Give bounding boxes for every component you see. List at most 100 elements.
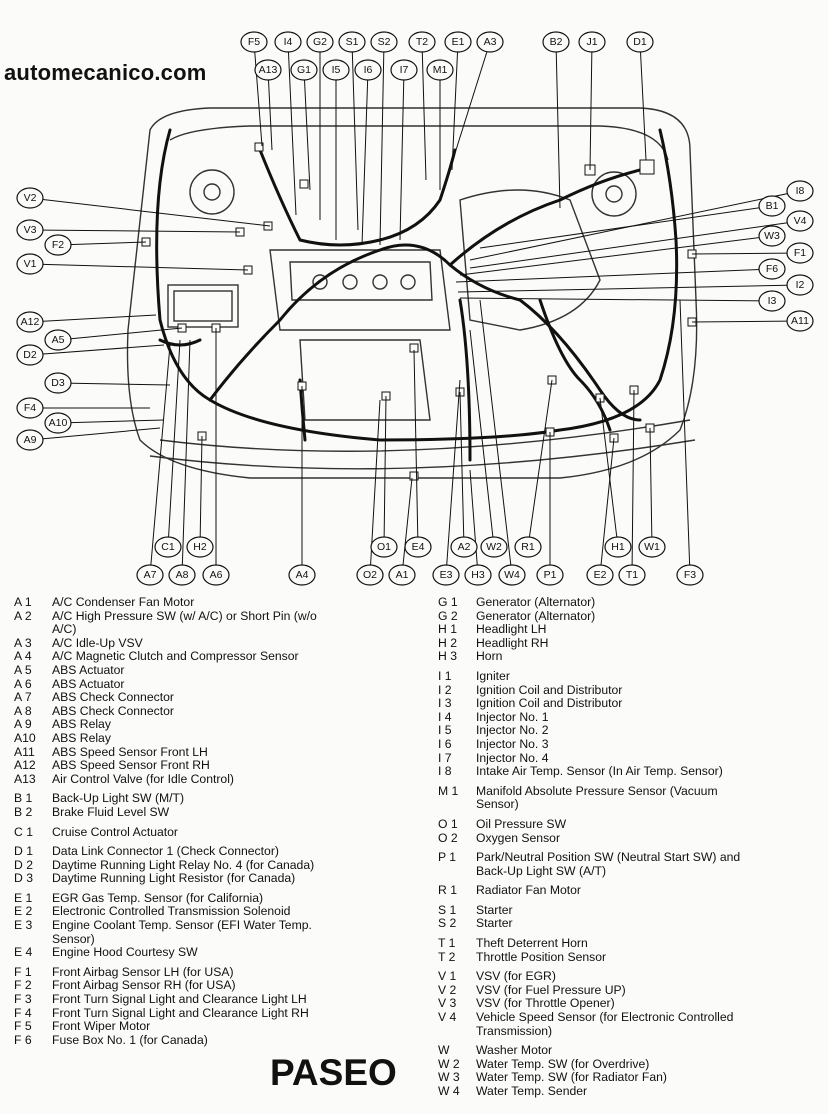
callout-m1: M1 bbox=[426, 59, 454, 81]
legend-row: A 6 ABS Actuator bbox=[14, 676, 424, 692]
callout-label: A2 bbox=[458, 541, 471, 553]
legend-description: Engine Coolant Temp. Sensor (EFI Water T… bbox=[52, 918, 312, 933]
leader-line-o1 bbox=[383, 395, 387, 548]
callout-label: V2 bbox=[24, 192, 37, 204]
legend-description: ABS Speed Sensor Front RH bbox=[52, 758, 210, 773]
callout-bubble bbox=[16, 397, 44, 419]
legend-code: W 4 bbox=[438, 1084, 460, 1098]
callout-label: D3 bbox=[51, 377, 65, 389]
callout-label: O2 bbox=[363, 569, 377, 581]
legend-description: ABS Relay bbox=[52, 730, 111, 745]
callout-label: V3 bbox=[24, 224, 37, 236]
leader-line-a3 bbox=[455, 41, 491, 151]
leader-line-f2 bbox=[57, 241, 147, 246]
legend-code: G 1 bbox=[438, 595, 458, 609]
callout-v4: V4 bbox=[786, 210, 814, 232]
legend-description: Injector No. 3 bbox=[476, 736, 549, 751]
legend-description: A/C) bbox=[52, 622, 77, 637]
legend-code: H 1 bbox=[438, 622, 457, 637]
callout-v1: V1 bbox=[16, 253, 44, 275]
legend-description: Brake Fluid Level SW bbox=[52, 804, 170, 819]
callout-label: A5 bbox=[52, 334, 65, 346]
legend-description: Horn bbox=[476, 649, 503, 664]
leader-line-i4 bbox=[287, 41, 297, 216]
legend-code: E 1 bbox=[14, 890, 33, 905]
callout-bubble bbox=[514, 536, 542, 558]
callout-g1: G1 bbox=[290, 59, 318, 81]
leader-line-b2 bbox=[555, 41, 561, 209]
legend-code: A13 bbox=[14, 771, 36, 786]
leader-line-r1 bbox=[527, 379, 553, 548]
callout-bubble bbox=[498, 564, 526, 586]
callout-bubble bbox=[480, 536, 508, 558]
legend-code bbox=[14, 933, 52, 947]
legend-code: H 2 bbox=[438, 635, 457, 650]
callout-a7: A7 bbox=[136, 564, 164, 586]
leader-line-w3 bbox=[459, 235, 773, 276]
callout-label: O1 bbox=[377, 541, 391, 553]
legend-code: E 4 bbox=[14, 945, 33, 960]
legend-code: A10 bbox=[14, 730, 36, 745]
callout-bubble bbox=[16, 187, 44, 209]
leader-line-s2 bbox=[379, 41, 385, 246]
legend-code: I 3 bbox=[438, 696, 452, 711]
callout-label: W1 bbox=[644, 541, 660, 553]
legend-code: A 9 bbox=[14, 717, 32, 732]
leader-line-a5 bbox=[57, 327, 183, 341]
callout-label: I3 bbox=[768, 295, 777, 307]
callout-label: F2 bbox=[52, 239, 64, 251]
callout-a1: A1 bbox=[388, 564, 416, 586]
legend-code: A 8 bbox=[14, 703, 32, 718]
callout-a5: A5 bbox=[44, 329, 72, 351]
callout-label: J1 bbox=[586, 36, 597, 48]
legend-code: A 3 bbox=[14, 635, 32, 650]
callout-label: A4 bbox=[296, 569, 309, 581]
callout-d1: D1 bbox=[626, 31, 654, 53]
legend-description: A/C Idle-Up VSV bbox=[52, 635, 143, 650]
legend-description: Daytime Running Light Relay No. 4 (for C… bbox=[52, 857, 315, 872]
legend-description: Fuse Box No. 1 (for Canada) bbox=[52, 1032, 208, 1047]
callout-bubble bbox=[786, 242, 814, 264]
legend-description: Headlight RH bbox=[476, 635, 549, 650]
callout-bubble bbox=[290, 59, 318, 81]
legend-code: A12 bbox=[14, 758, 36, 773]
callout-d3: D3 bbox=[44, 372, 72, 394]
callout-bubble bbox=[16, 219, 44, 241]
callout-bubble bbox=[16, 344, 44, 366]
legend-code: I 1 bbox=[438, 668, 452, 683]
legend-code: D 1 bbox=[14, 844, 33, 859]
legend-code: S 1 bbox=[438, 902, 457, 917]
callout-bubble bbox=[44, 412, 72, 434]
legend-description: ABS Actuator bbox=[52, 676, 125, 691]
legend-code: A 6 bbox=[14, 676, 32, 691]
callout-a10: A10 bbox=[44, 412, 72, 434]
legend-code bbox=[14, 623, 52, 637]
callout-label: A10 bbox=[49, 417, 68, 429]
callout-bubble bbox=[758, 290, 786, 312]
callout-label: I8 bbox=[796, 185, 805, 197]
callout-c1: C1 bbox=[154, 536, 182, 558]
callout-bubble bbox=[186, 536, 214, 558]
callout-label: E4 bbox=[412, 541, 425, 553]
legend-description: Washer Motor bbox=[476, 1043, 553, 1058]
legend-code: T 2 bbox=[438, 949, 456, 964]
legend-code: A 5 bbox=[14, 662, 32, 677]
callout-bubble bbox=[676, 564, 704, 586]
leader-line-f3 bbox=[679, 299, 691, 576]
legend-code: H 3 bbox=[438, 649, 457, 664]
